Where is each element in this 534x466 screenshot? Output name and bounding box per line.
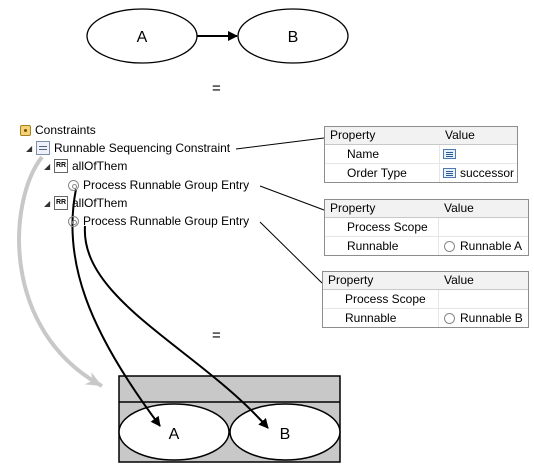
gear-icon [68,215,79,227]
collapse-triangle-icon[interactable]: ◢ [26,143,33,153]
column-header-value: Value [444,273,474,287]
property-row-runnable[interactable]: Runnable Runnable A [325,237,528,255]
tree-item-label: Process Runnable Group Entry [83,214,250,228]
property-table-header: Property Value [323,272,528,290]
column-header-property: Property [328,273,374,287]
tree-item-group-entry-2[interactable]: Process Runnable Group Entry [66,213,249,229]
list-icon [443,149,456,159]
gear-icon [68,179,79,191]
column-header-property: Property [330,201,376,215]
column-header-value: Value [445,128,475,142]
tree-item-label: Constraints [35,123,96,137]
property-row-name[interactable]: Name [325,145,517,164]
list-icon [443,168,456,178]
sequencing-constraint-icon [36,141,50,155]
mapping-arrow-entry-2-to-b [83,225,269,429]
equals-sign-bottom: = [212,327,221,344]
bottom-node-a [118,403,230,461]
tree-item-group-2[interactable]: ◢ RR allOfThem [44,195,127,211]
leader-line-constraint [235,137,325,150]
tree-item-label: allOfThem [72,196,128,210]
property-row-order-type[interactable]: Order Type successor [325,164,517,182]
gear-icon [444,312,455,324]
property-row-process-scope[interactable]: Process Scope [323,290,528,309]
column-header-property: Property [330,128,376,142]
gray-mapping-arrow [17,155,103,388]
tree-item-label: Runnable Sequencing Constraint [54,141,231,155]
tree-item-label: Process Runnable Group Entry [83,178,250,192]
property-row-runnable[interactable]: Runnable Runnable B [323,309,528,327]
tree-item-label: allOfThem [72,159,128,173]
runnable-group-icon: RR [54,196,68,210]
top-node-b [237,8,349,64]
top-node-a-label: A [137,29,148,46]
property-table-constraint: Property Value Name Order Type successor [324,126,518,183]
equals-sign-top: = [212,80,221,97]
bottom-node-b-label: B [280,426,291,443]
leader-line-entry-2 [259,221,323,284]
gear-icon [444,240,455,252]
constraints-icon [20,124,31,136]
collapse-triangle-icon[interactable]: ◢ [44,161,51,171]
property-row-process-scope[interactable]: Process Scope [325,218,528,237]
property-table-header: Property Value [325,200,528,218]
bottom-node-a-label: A [169,426,180,443]
collapse-triangle-icon[interactable]: ◢ [44,198,51,208]
tree-item-constraints[interactable]: Constraints [20,122,96,138]
tree-item-group-entry-1[interactable]: Process Runnable Group Entry [66,177,249,193]
top-node-b-label: B [288,29,299,46]
column-header-value: Value [444,201,474,215]
property-table-header: Property Value [325,127,517,145]
tree-item-sequencing-constraint[interactable]: ◢ Runnable Sequencing Constraint [26,140,230,156]
leader-line-entry-1 [259,185,325,211]
tree-item-group-1[interactable]: ◢ RR allOfThem [44,158,127,174]
property-table-entry-1: Property Value Process Scope Runnable Ru… [324,199,529,256]
runnable-group-icon: RR [54,159,68,173]
property-table-entry-2: Property Value Process Scope Runnable Ru… [322,271,529,328]
